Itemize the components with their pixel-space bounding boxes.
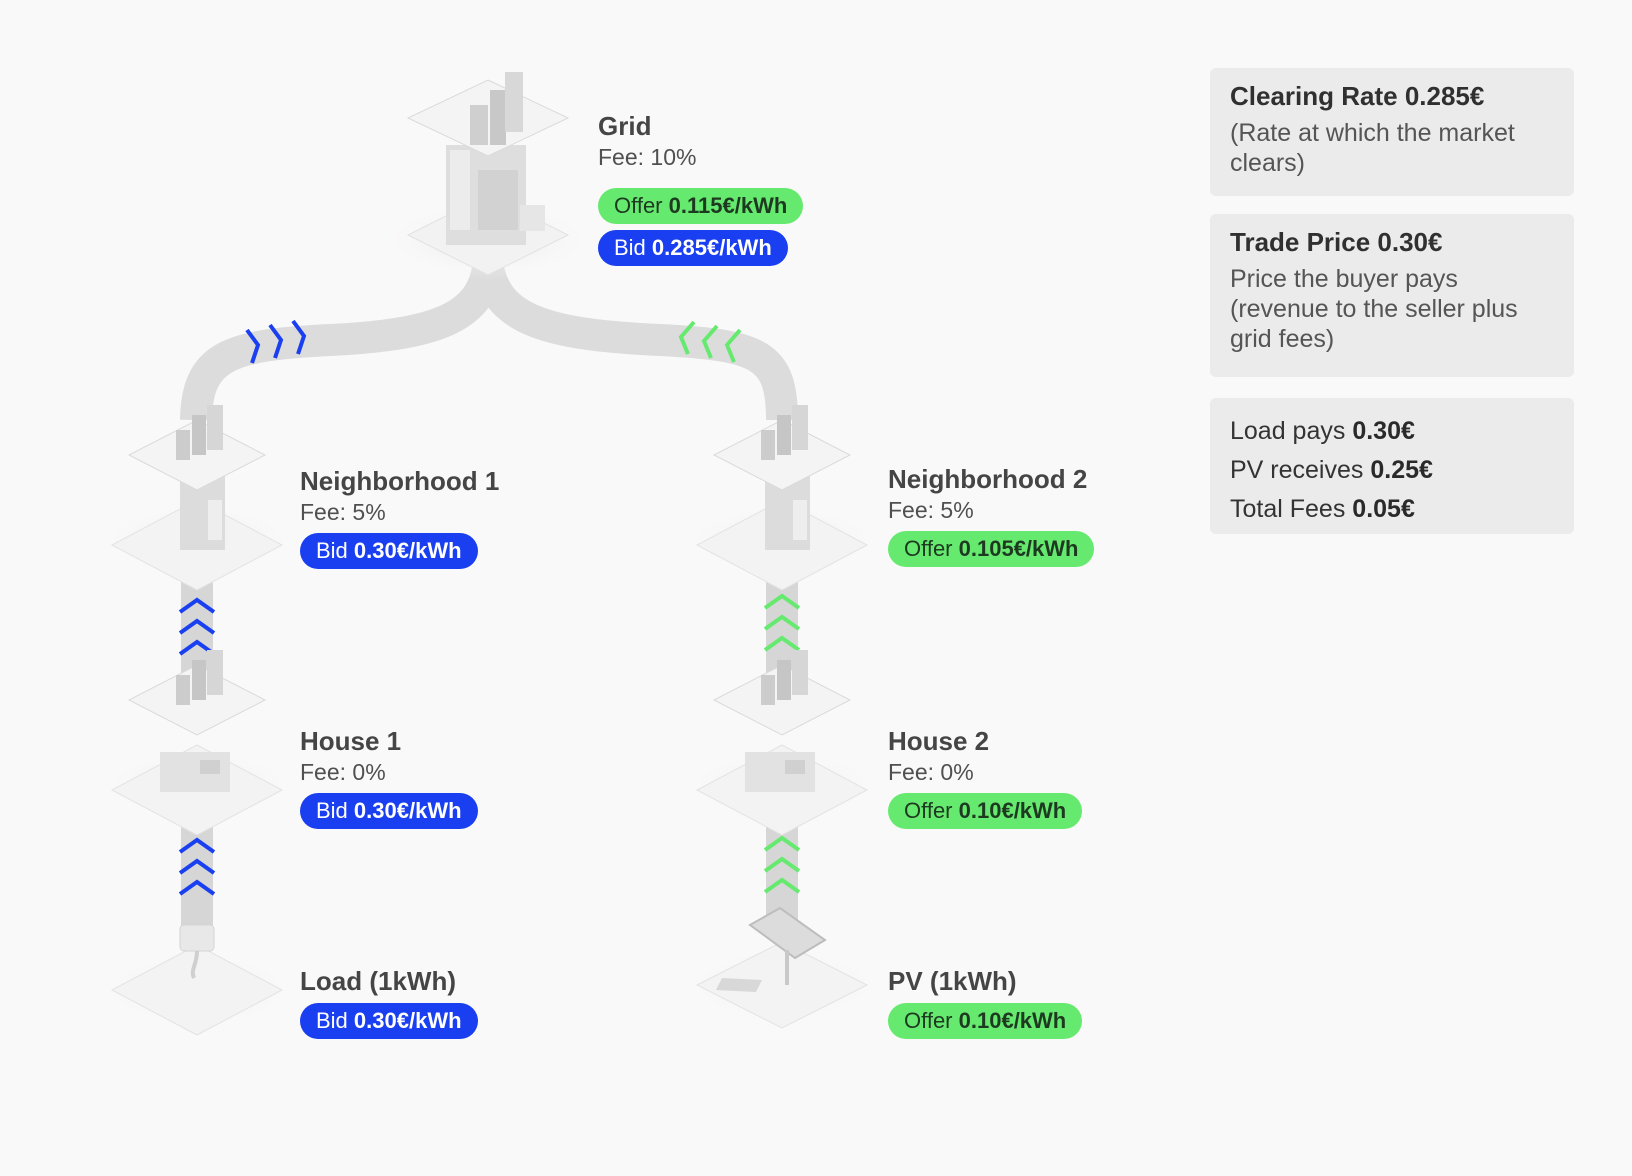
node-title: Neighborhood 2 bbox=[888, 464, 1088, 494]
offer-badge: Offer 0.115€/kWh bbox=[598, 188, 804, 224]
load-pays-line: Load pays 0.30€ bbox=[1230, 417, 1415, 445]
flow-arrows-neighborhood2 bbox=[763, 593, 801, 652]
node-title: PV (1kWh) bbox=[888, 966, 1017, 996]
node-pv: PV (1kWh) Offer 0.10€/kWh bbox=[888, 965, 1083, 1039]
total-fees-line: Total Fees 0.05€ bbox=[1230, 495, 1415, 523]
node-grid: Grid Fee: 10% Offer 0.115€/kWh Bid 0.285… bbox=[598, 110, 804, 266]
flow-arrows-house2 bbox=[763, 835, 801, 894]
connector-grid-neighborhood1 bbox=[180, 264, 504, 421]
bid-badge: Bid 0.285€/kWh bbox=[598, 230, 788, 266]
node-fee: Fee: 10% bbox=[598, 144, 697, 170]
node-neighborhood-1: Neighborhood 1 Fee: 5% Bid 0.30€/kWh bbox=[300, 465, 499, 569]
neighborhood-icon bbox=[97, 405, 297, 591]
neighborhood-icon bbox=[682, 405, 882, 591]
offer-badge: Offer 0.10€/kWh bbox=[888, 793, 1083, 829]
offer-badge: Offer 0.10€/kWh bbox=[888, 1003, 1083, 1039]
bid-badge: Bid 0.30€/kWh bbox=[300, 793, 478, 829]
solar-panel-icon bbox=[682, 906, 882, 1029]
clearing-rate-description: (Rate at which the market clears) bbox=[1230, 119, 1515, 177]
node-fee: Fee: 0% bbox=[888, 759, 974, 785]
node-title: Load (1kWh) bbox=[300, 966, 456, 996]
pv-receives-line: PV receives 0.25€ bbox=[1230, 456, 1433, 484]
bid-badge: Bid 0.30€/kWh bbox=[300, 1003, 478, 1039]
trade-price-card: Trade Price 0.30€ Price the buyer pays (… bbox=[1210, 214, 1574, 377]
node-load: Load (1kWh) Bid 0.30€/kWh bbox=[300, 965, 478, 1039]
trade-price-title: Trade Price 0.30€ bbox=[1230, 227, 1443, 257]
node-fee: Fee: 5% bbox=[888, 497, 974, 523]
clearing-rate-title: Clearing Rate 0.285€ bbox=[1230, 81, 1485, 111]
offer-badge: Offer 0.105€/kWh bbox=[888, 531, 1095, 567]
node-house-2: House 2 Fee: 0% Offer 0.10€/kWh bbox=[888, 725, 1083, 829]
connector-grid-neighborhood2 bbox=[472, 264, 798, 421]
trade-price-description: Price the buyer pays (revenue to the sel… bbox=[1230, 265, 1518, 353]
node-house-1: House 1 Fee: 0% Bid 0.30€/kWh bbox=[300, 725, 478, 829]
house-icon bbox=[97, 650, 297, 836]
node-title: House 1 bbox=[300, 726, 402, 756]
node-fee: Fee: 0% bbox=[300, 759, 386, 785]
bid-badge: Bid 0.30€/kWh bbox=[300, 533, 478, 569]
node-title: Neighborhood 1 bbox=[300, 466, 500, 496]
flow-arrows-grid-right bbox=[678, 320, 742, 363]
flow-arrows-grid-left bbox=[245, 319, 307, 364]
node-fee: Fee: 5% bbox=[300, 499, 386, 525]
node-title: House 2 bbox=[888, 726, 990, 756]
house-icon bbox=[682, 650, 882, 836]
settlement-summary-card: Load pays 0.30€ PV receives 0.25€ Total … bbox=[1210, 398, 1574, 534]
clearing-rate-card: Clearing Rate 0.285€ (Rate at which the … bbox=[1210, 68, 1574, 196]
node-neighborhood-2: Neighborhood 2 Fee: 5% Offer 0.105€/kWh bbox=[888, 463, 1095, 567]
flow-arrows-house1 bbox=[178, 837, 216, 896]
plug-icon bbox=[97, 924, 297, 1036]
node-title: Grid bbox=[598, 111, 652, 141]
city-block-icon bbox=[378, 72, 598, 280]
